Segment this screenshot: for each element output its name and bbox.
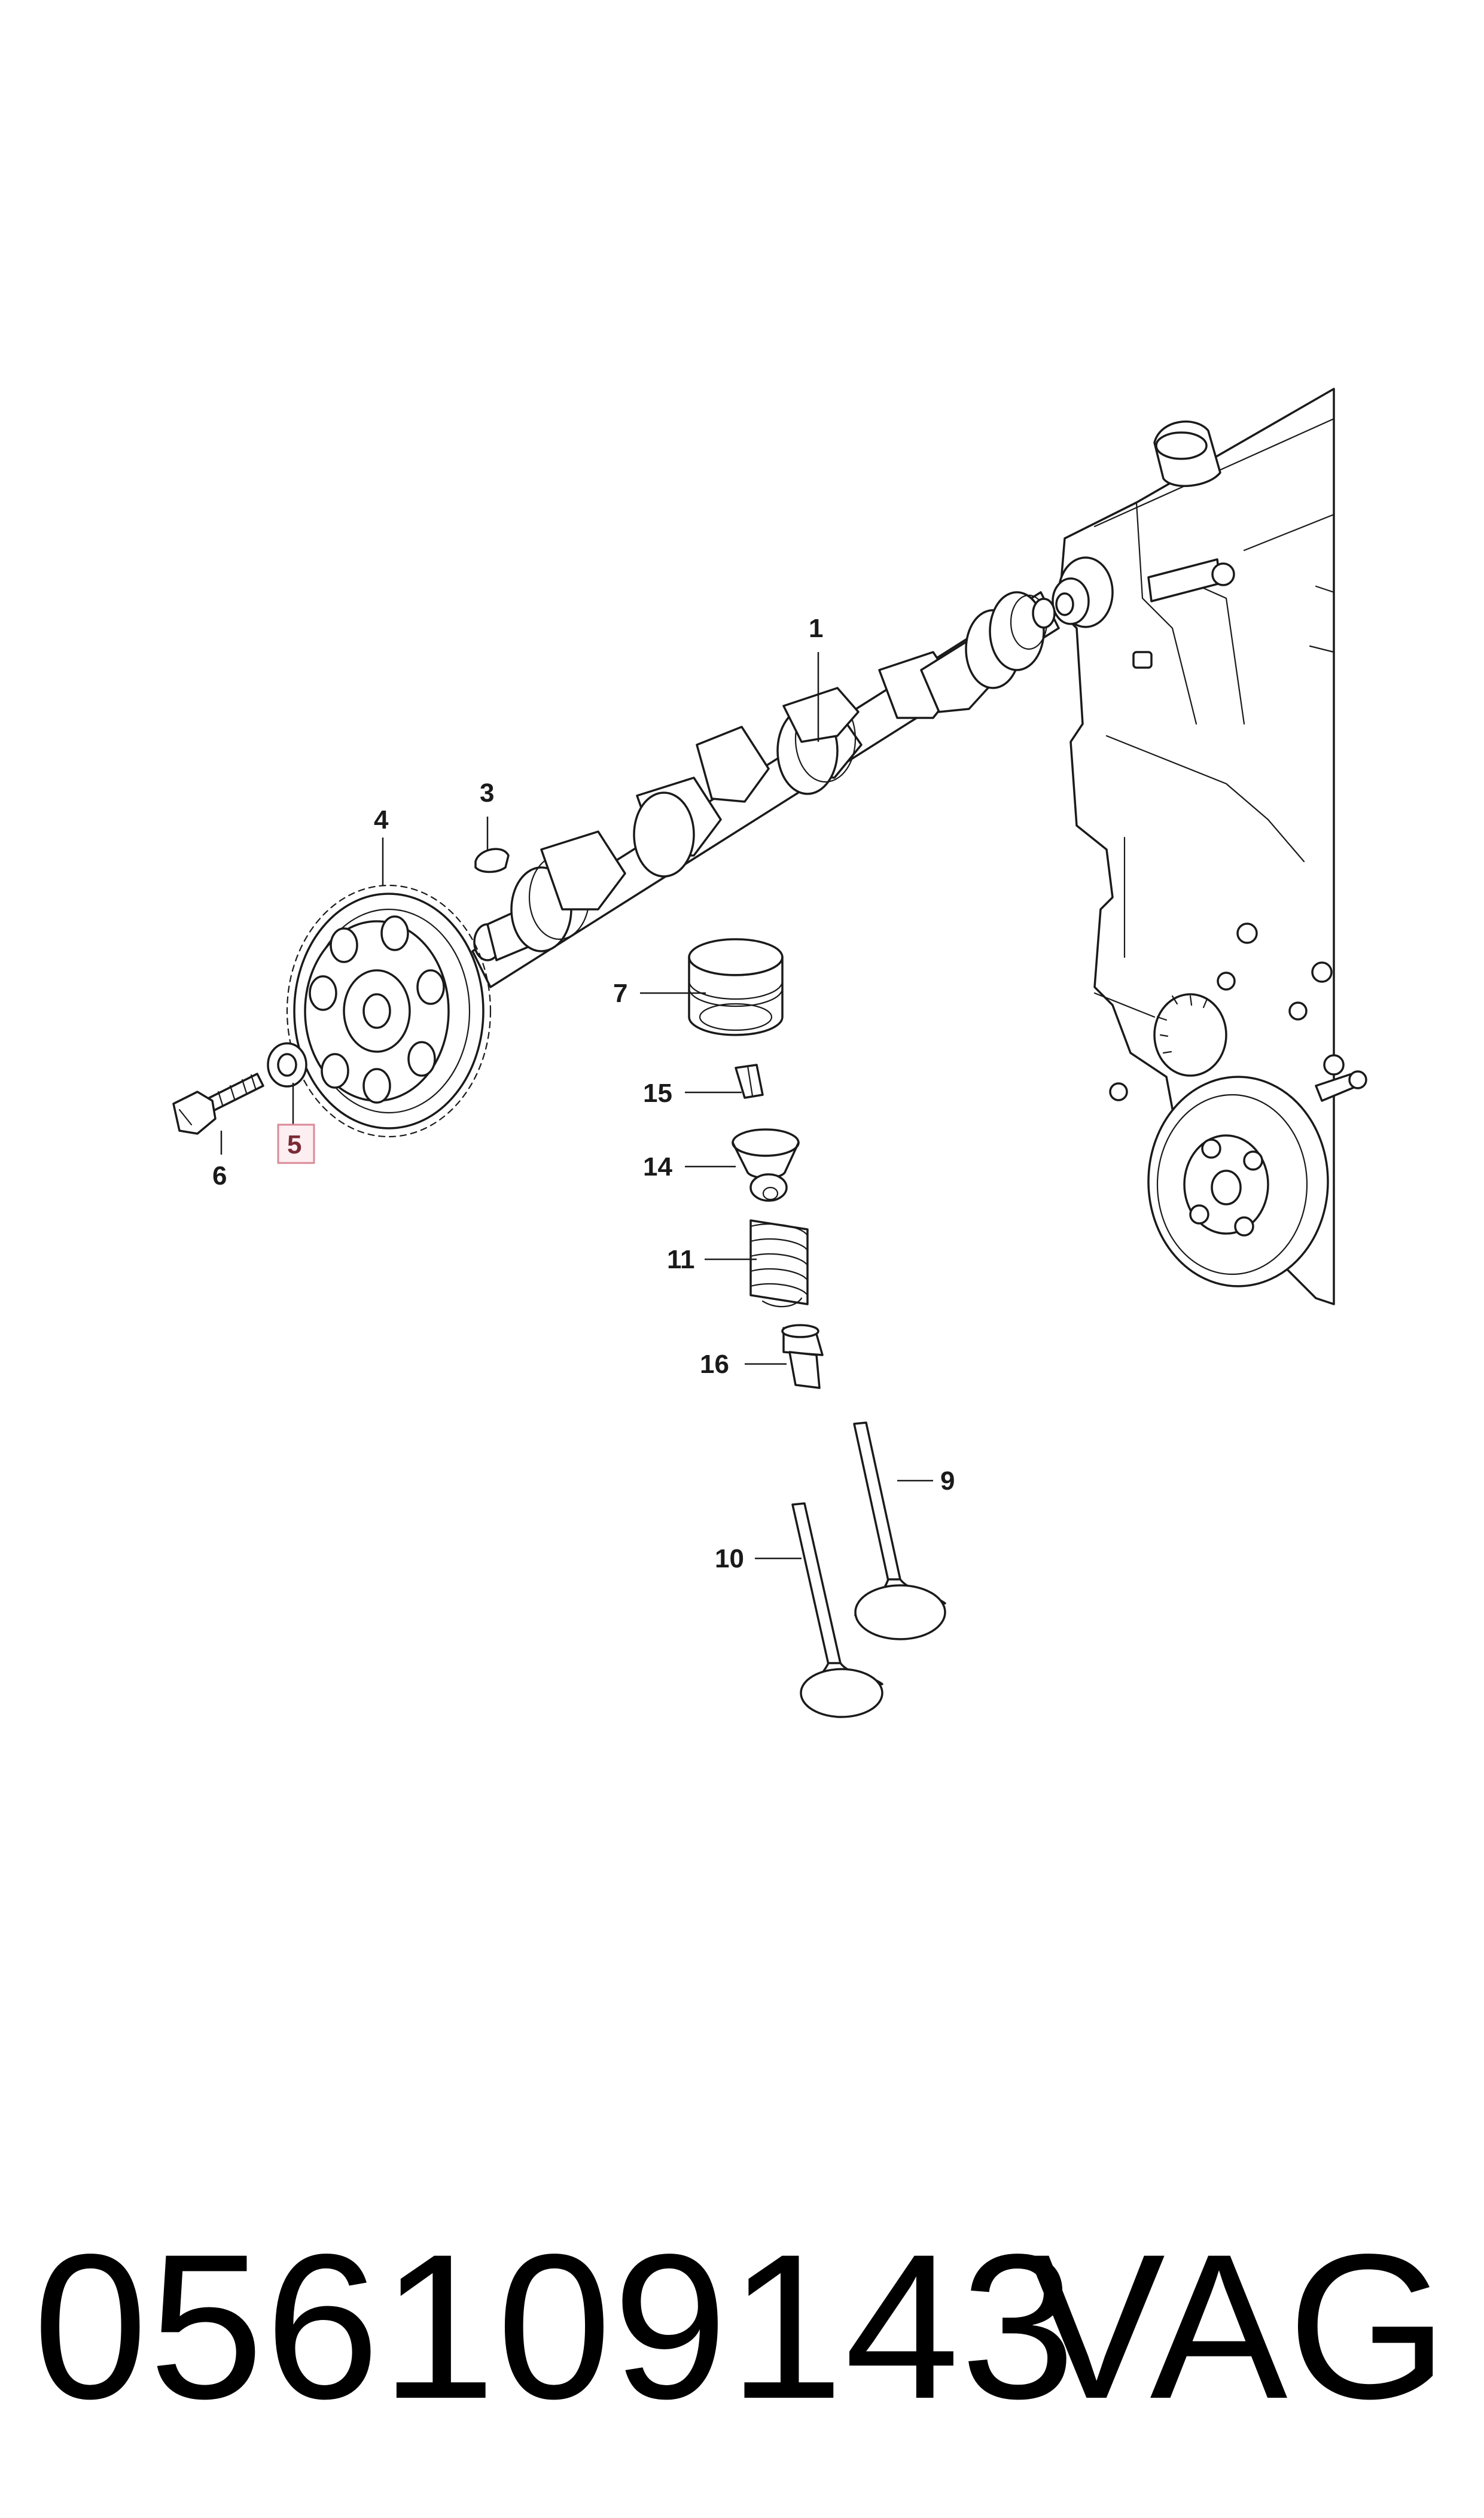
camshaft [471,591,1060,988]
valve-cotter [735,1064,764,1099]
part-footer: 056109143 VAG [0,2213,1484,2441]
bucket-tappet [688,938,784,1036]
callout-16: 16 [700,1350,729,1379]
part-number: 056109143 [33,2212,1077,2442]
leader-lines [220,652,933,1560]
crank-pulley [1147,1070,1367,1287]
callout-14: 14 [643,1152,672,1182]
woodruff-key [474,848,510,873]
callout-7: 7 [613,979,627,1008]
crank-sprocket [1153,993,1227,1077]
callout-5: 5 [287,1130,301,1159]
highlight-box-part-5 [277,1123,315,1164]
callout-9: 9 [940,1466,955,1496]
intake-valve [791,1502,883,1718]
valve-spring [749,1219,809,1308]
callout-3: 3 [480,778,494,808]
brand-name: VAG [1028,2212,1448,2442]
callout-11: 11 [667,1245,695,1274]
callout-6: 6 [212,1161,227,1191]
callout-labels: 1 3 4 5 6 7 9 10 11 14 15 16 [212,614,955,1573]
spring-retainer [732,1128,800,1202]
cam-sprocket [286,884,492,1138]
callout-15: 15 [643,1079,672,1108]
bolt [172,1073,264,1135]
callout-4: 4 [374,805,389,835]
engine-block [1052,388,1367,1305]
callout-10: 10 [715,1544,744,1573]
callout-1: 1 [809,614,823,643]
exhaust-valve [853,1421,946,1640]
washer [267,1042,307,1088]
valve-stem-seal [781,1324,824,1389]
